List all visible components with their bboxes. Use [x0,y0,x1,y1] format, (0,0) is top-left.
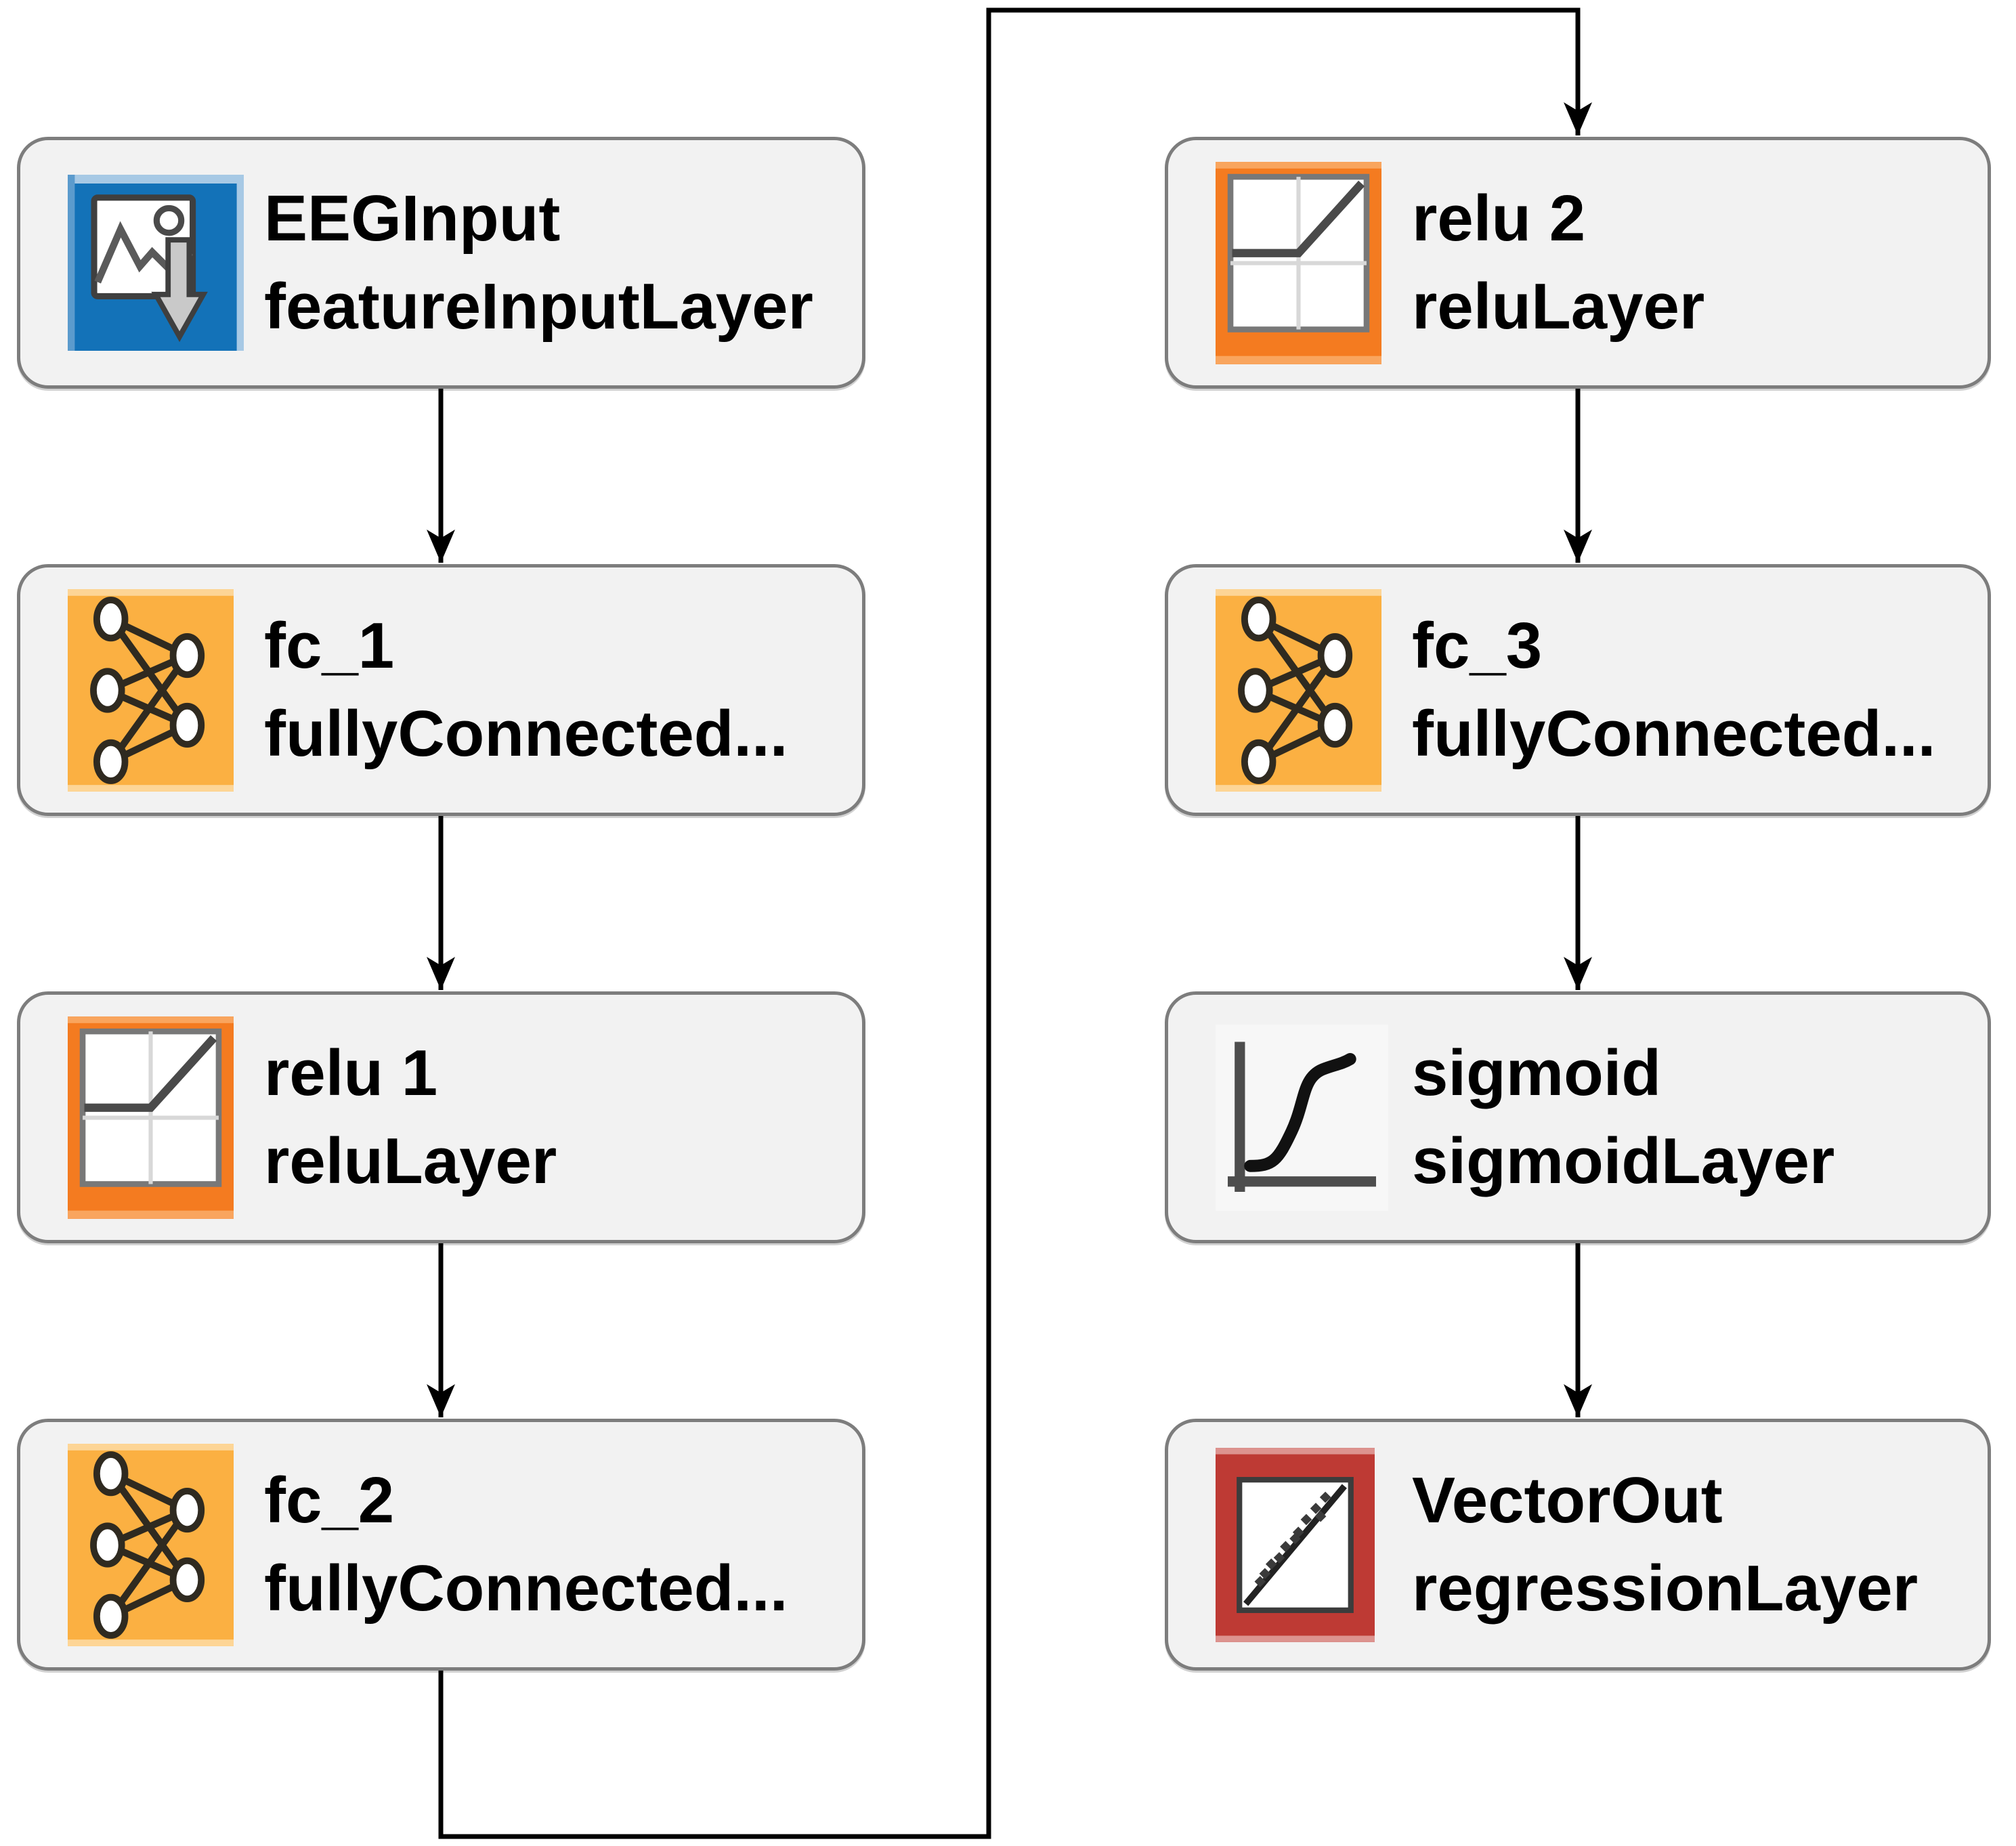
layer-name: relu 2 [1412,182,1586,255]
fully-connected-icon [68,588,264,792]
layer-type: reluLayer [1412,270,1705,343]
layer-name: sigmoid [1412,1037,1662,1110]
fully-connected-icon [1216,588,1412,792]
layer-type: featureInputLayer [264,270,813,343]
layer-name: fc_2 [264,1464,395,1537]
layer-name: EEGInput [264,182,561,255]
sigmoid-icon [1216,1024,1412,1211]
relu-icon [68,1016,264,1219]
layer-node-eeginput[interactable]: EEGInput featureInputLayer [17,137,865,389]
layer-node-vectorout[interactable]: VectorOut regressionLayer [1165,1419,1991,1671]
layer-node-fc-2[interactable]: fc_2 fullyConnected... [17,1419,865,1671]
layer-type: regressionLayer [1412,1552,1918,1625]
layer-node-relu-2[interactable]: relu 2 reluLayer [1165,137,1991,389]
layer-type: fullyConnected... [264,697,788,770]
layer-node-fc-3[interactable]: fc_3 fullyConnected... [1165,564,1991,816]
layer-type: sigmoidLayer [1412,1125,1835,1197]
layer-name: VectorOut [1412,1464,1723,1537]
fully-connected-icon [68,1443,264,1646]
layer-name: fc_3 [1412,609,1543,683]
relu-icon [1216,161,1412,364]
feature-input-icon [68,175,264,351]
layer-name: fc_1 [264,609,395,683]
layer-node-sigmoid[interactable]: sigmoid sigmoidLayer [1165,991,1991,1243]
layer-type: fullyConnected... [264,1552,788,1625]
layer-node-relu-1[interactable]: relu 1 reluLayer [17,991,865,1243]
layer-type: fullyConnected... [1412,697,1936,770]
layer-node-fc-1[interactable]: fc_1 fullyConnected... [17,564,865,816]
regression-icon [1216,1447,1412,1642]
layer-type: reluLayer [264,1125,557,1197]
layer-name: relu 1 [264,1037,438,1110]
